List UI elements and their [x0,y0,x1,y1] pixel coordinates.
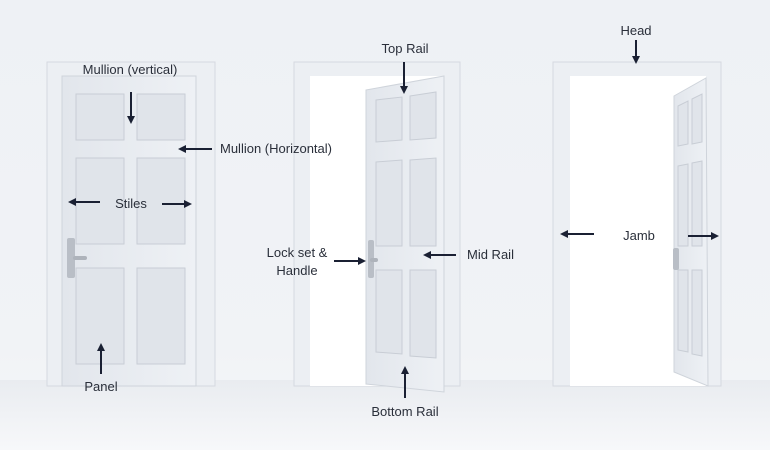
door2-panel [375,269,403,355]
door2-panel [409,269,437,359]
half-open-door-illustration [293,61,461,393]
door3-panel [691,269,703,357]
label-bottom-rail: Bottom Rail [371,404,438,419]
door2-panel [375,159,403,247]
door3-panel [677,100,689,147]
label-top-rail: Top Rail [382,41,429,56]
door2-panel [375,96,403,143]
door1-panel [136,267,186,365]
label-lock-set-line2: Handle [276,263,317,278]
door3-panel [691,93,703,145]
label-jamb: Jamb [623,228,655,243]
annotation-arrows [68,40,719,398]
door1-handle [73,256,87,260]
floor [0,380,770,450]
label-head: Head [620,23,651,38]
closed-door-illustration [46,61,216,387]
label-mullion-horizontal: Mullion (Horizontal) [220,141,332,156]
door2-panel [409,157,437,247]
door1-panel [136,157,186,245]
label-stiles: Stiles [115,196,147,211]
label-mullion-vertical: Mullion (vertical) [83,62,178,77]
door2-panel [409,91,437,141]
door2-handle [370,258,378,262]
door3-panel [677,269,689,353]
label-lock-set-line1: Lock set & [267,245,328,260]
door3-panel [677,163,689,247]
label-panel: Panel [84,379,117,394]
door1-lockset [67,238,75,278]
label-mid-rail: Mid Rail [467,247,514,262]
annotation-labels: Mullion (vertical) Mullion (Horizontal) … [83,23,655,419]
door1-panel [136,93,186,141]
door3-panel [691,160,703,247]
door3-handle [673,248,679,270]
door1-panel [75,93,125,141]
open-door-illustration [552,61,722,387]
